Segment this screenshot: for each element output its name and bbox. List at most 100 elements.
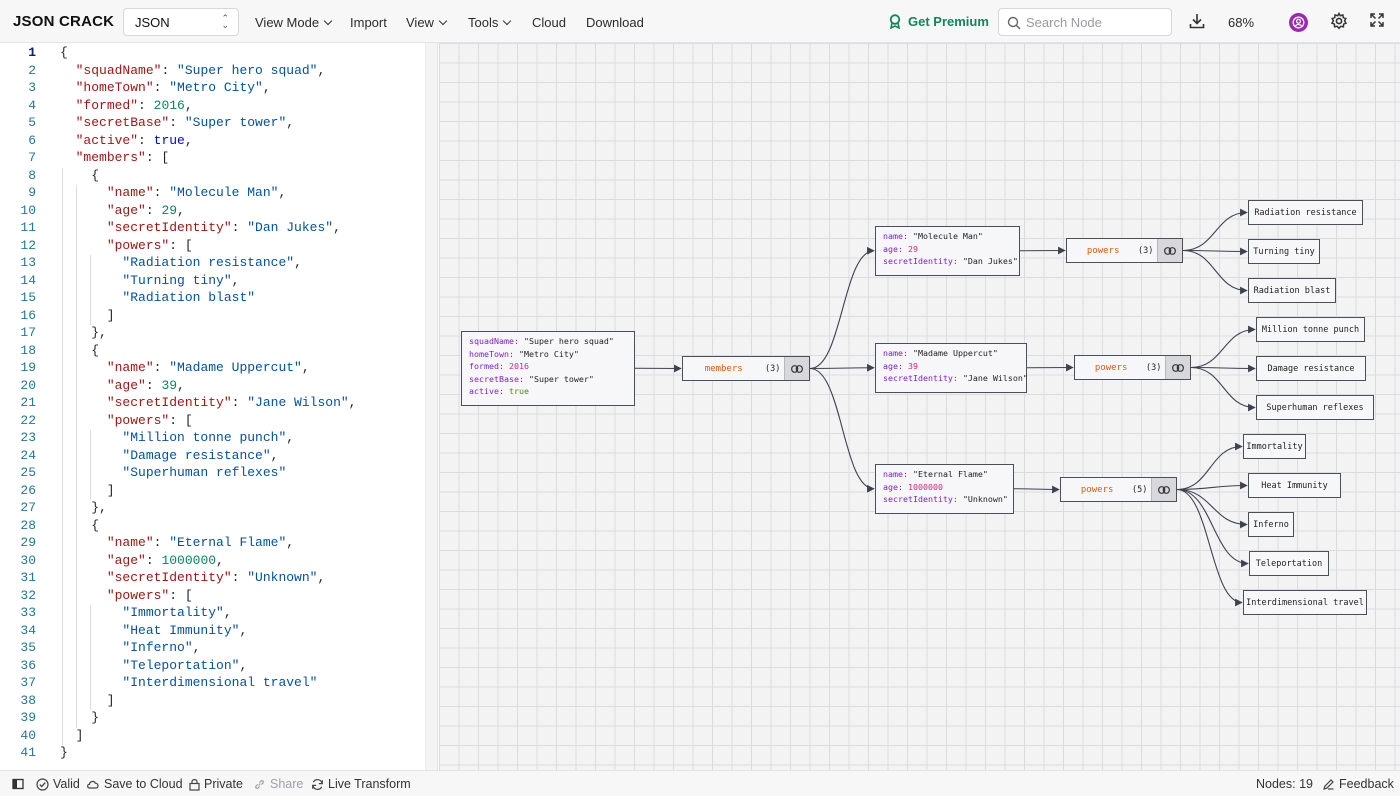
code-line[interactable]: 11 "secretIdentity": "Dan Jukes", <box>0 220 426 238</box>
code-line[interactable]: 30 "age": 1000000, <box>0 553 426 571</box>
line-number: 41 <box>20 745 36 760</box>
power-node[interactable]: Interdimensional travel <box>1243 590 1367 615</box>
graph-canvas[interactable]: squadName: "Super hero squad"homeTown: "… <box>439 43 1400 770</box>
power-node[interactable]: Superhuman reflexes <box>1256 395 1374 420</box>
menu-import[interactable]: Import <box>350 15 387 30</box>
code-line[interactable]: 10 "age": 29, <box>0 203 426 221</box>
fullscreen-icon[interactable] <box>1369 12 1385 28</box>
code-line[interactable]: 23 "Million tonne punch", <box>0 430 426 448</box>
power-node[interactable]: Heat Immunity <box>1248 473 1341 498</box>
code-line[interactable]: 22 "powers": [ <box>0 413 426 431</box>
field-key: age: <box>883 481 908 492</box>
line-number: 12 <box>20 237 36 253</box>
power-node[interactable]: Turning tiny <box>1248 239 1320 264</box>
code-line[interactable]: 14 "Turning tiny", <box>0 273 426 291</box>
save-to-cloud-button[interactable]: Save to Cloud <box>86 777 183 791</box>
sidebar-toggle-icon[interactable] <box>12 778 24 790</box>
search-box[interactable] <box>998 8 1172 36</box>
zoom-select[interactable]: 68% <box>1228 15 1254 30</box>
code-line[interactable]: 41} <box>0 745 426 763</box>
code-line[interactable]: 2 "squadName": "Super hero squad", <box>0 63 426 81</box>
power-node[interactable]: Inferno <box>1248 512 1294 537</box>
code-line[interactable]: 21 "secretIdentity": "Jane Wilson", <box>0 395 426 413</box>
field-key: homeTown: <box>469 348 519 359</box>
search-input[interactable] <box>1026 15 1166 30</box>
code-line[interactable]: 25 "Superhuman reflexes" <box>0 465 426 483</box>
powers-node[interactable]: powers(5) <box>1060 477 1177 502</box>
code-line[interactable]: 13 "Radiation resistance", <box>0 255 426 273</box>
code-line[interactable]: 28 { <box>0 518 426 536</box>
code-editor[interactable]: 1{2 "squadName": "Super hero squad",3 "h… <box>0 43 438 770</box>
code-line[interactable]: 24 "Damage resistance", <box>0 448 426 466</box>
code-line[interactable]: 18 { <box>0 343 426 361</box>
code-line[interactable]: 6 "active": true, <box>0 133 426 151</box>
code-line[interactable]: 26 ] <box>0 483 426 501</box>
menu-view-mode[interactable]: View Mode <box>255 15 333 30</box>
field-key: name: <box>883 231 913 241</box>
graph-edge <box>1176 442 1243 491</box>
live-transform-toggle[interactable]: Live Transform <box>311 777 411 791</box>
node-field: secretBase: "Super tower" <box>469 374 594 384</box>
editor-scrollbar[interactable] <box>425 43 437 770</box>
gear-icon[interactable] <box>1330 12 1348 30</box>
members-node[interactable]: members(3) <box>682 356 810 381</box>
app-logo[interactable]: JSON CRACK <box>13 13 115 30</box>
code-line[interactable]: 1{ <box>0 45 426 63</box>
code-line[interactable]: 16 ] <box>0 308 426 326</box>
menu-tools[interactable]: Tools <box>468 15 512 30</box>
code-line[interactable]: 33 "Immortality", <box>0 605 426 623</box>
code-line[interactable]: 38 ] <box>0 693 426 711</box>
link-icon[interactable] <box>1157 239 1182 262</box>
code-line[interactable]: 31 "secretIdentity": "Unknown", <box>0 570 426 588</box>
code-line[interactable]: 12 "powers": [ <box>0 238 426 256</box>
code-text: "secretIdentity": "Dan Jukes", <box>106 220 341 235</box>
powers-node[interactable]: powers(3) <box>1066 238 1183 263</box>
menu-view[interactable]: View <box>406 15 448 30</box>
power-node[interactable]: Radiation blast <box>1248 278 1336 303</box>
code-line[interactable]: 15 "Radiation blast" <box>0 290 426 308</box>
code-line[interactable]: 4 "formed": 2016, <box>0 98 426 116</box>
code-line[interactable]: 3 "homeTown": "Metro City", <box>0 80 426 98</box>
code-line[interactable]: 39 } <box>0 710 426 728</box>
menu-cloud[interactable]: Cloud <box>532 15 566 30</box>
code-line[interactable]: 19 "name": "Madame Uppercut", <box>0 360 426 378</box>
code-line[interactable]: 7 "members": [ <box>0 150 426 168</box>
chevron-down-icon <box>323 16 333 26</box>
root-node[interactable]: squadName: "Super hero squad"homeTown: "… <box>461 331 635 406</box>
download-icon[interactable] <box>1188 12 1206 30</box>
code-line[interactable]: 40 ] <box>0 728 426 746</box>
code-line[interactable]: 29 "name": "Eternal Flame", <box>0 535 426 553</box>
code-line[interactable]: 5 "secretBase": "Super tower", <box>0 115 426 133</box>
link-icon[interactable] <box>1165 356 1190 379</box>
power-node[interactable]: Radiation resistance <box>1248 200 1363 225</box>
menu-download[interactable]: Download <box>586 15 644 30</box>
link-icon[interactable] <box>1151 478 1176 501</box>
power-node[interactable]: Immortality <box>1243 434 1306 459</box>
get-premium-button[interactable]: Get Premium <box>888 14 989 29</box>
code-line[interactable]: 36 "Teleportation", <box>0 658 426 676</box>
code-line[interactable]: 17 }, <box>0 325 426 343</box>
code-line[interactable]: 8 { <box>0 168 426 186</box>
code-line[interactable]: 9 "name": "Molecule Man", <box>0 185 426 203</box>
code-line[interactable]: 35 "Inferno", <box>0 640 426 658</box>
code-line[interactable]: 37 "Interdimensional travel" <box>0 675 426 693</box>
powers-node[interactable]: powers(3) <box>1074 355 1191 380</box>
link-icon[interactable] <box>784 357 809 380</box>
private-toggle[interactable]: Private <box>189 777 243 791</box>
code-line[interactable]: 32 "powers": [ <box>0 588 426 606</box>
avatar[interactable] <box>1289 13 1308 32</box>
format-select[interactable]: JSON ⌃⌄ <box>123 8 239 36</box>
power-node[interactable]: Damage resistance <box>1256 356 1366 381</box>
feedback-button[interactable]: Feedback <box>1322 777 1394 791</box>
power-node[interactable]: Teleportation <box>1249 551 1329 576</box>
line-number: 1 <box>28 45 36 60</box>
power-node[interactable]: Million tonne punch <box>1256 317 1365 342</box>
code-line[interactable]: 27 }, <box>0 500 426 518</box>
line-number: 37 <box>20 675 36 690</box>
code-line[interactable]: 20 "age": 39, <box>0 378 426 396</box>
code-line[interactable]: 34 "Heat Immunity", <box>0 623 426 641</box>
share-button[interactable]: Share <box>253 777 303 791</box>
